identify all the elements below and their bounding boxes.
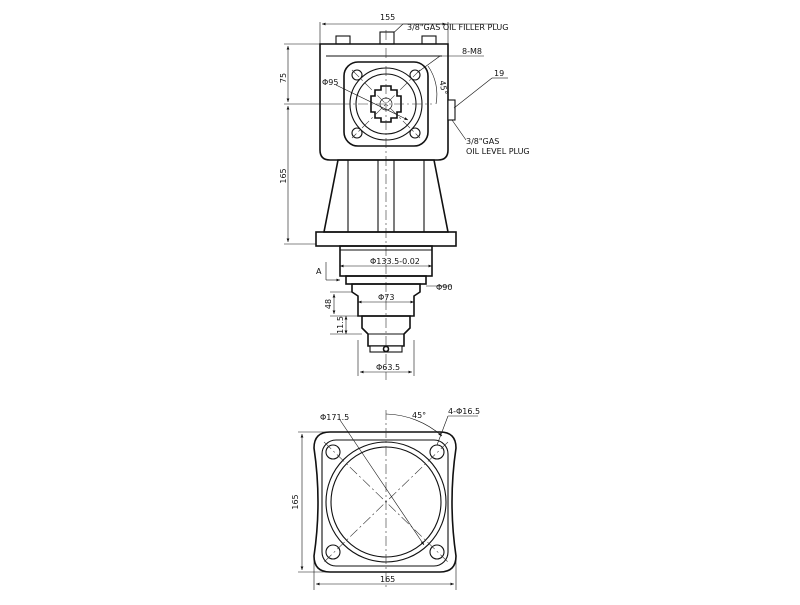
center-line-diag1 [351,69,421,139]
bolts-callout: 8-M8 [417,47,484,73]
dim-spigot-dia: Φ133.5-0.02 [340,257,432,268]
dim-top-width-text: 155 [380,13,395,22]
dim-shaft-11-5-text: 11.5 [336,316,345,334]
dim-bottom-circle: Φ171.5 [320,413,425,546]
top-bolt-right [421,35,437,45]
bolts-label: 8-M8 [462,47,482,56]
oil-level-plug [447,99,456,121]
dim-hub-dia: Φ73 [358,293,414,304]
center-line-diag2 [351,69,421,139]
output-shaft [361,315,411,347]
dim-collar-dia: Φ90 [426,283,452,292]
shaft-pin [382,345,390,353]
upper-housing [319,43,449,161]
output-hub [351,283,421,317]
level-plug-callout: 3/8"GAS OIL LEVEL PLUG [451,119,530,156]
dim-shaft-48: 48 [324,291,358,317]
dim-angle-top-text: 45° [438,80,449,96]
dim-spigot-dia-text: Φ133.5-0.02 [370,257,420,266]
dim-angle-bottom-text: 45° [412,411,426,420]
bottom-flange-inner [321,439,449,567]
flange-bolt-tl [351,69,363,81]
dim-shaft-dia-text: Φ63.5 [376,363,400,372]
flange-bolt-bl [351,127,363,139]
dim-height-75: 75 [279,43,340,105]
dim-shaft-11-5: 11.5 [330,316,362,335]
dim-height-165-side: 165 [279,106,316,245]
dim-angle-top: 45° [427,65,449,105]
filler-plug-label: 3/8"GAS OIL FILLER PLUG [407,23,508,32]
top-filler-plug [379,31,395,45]
dim-flange-dia-text: Φ95 [322,78,338,87]
holes-callout: 4-Φ16.5 [436,407,480,446]
dim-height-165-side-text: 165 [279,168,288,183]
item-19-callout: 19 [453,69,508,109]
item-number-label: 19 [494,69,504,78]
level-plug-label-2: OIL LEVEL PLUG [466,147,530,156]
dim-bottom-width: 165 [313,560,457,590]
dim-collar-dia-text: Φ90 [436,283,452,292]
flange-bolt-br [409,127,421,139]
bottom-hole-br [429,544,445,560]
dim-bottom-height-text: 165 [291,494,300,509]
dim-bottom-height: 165 [291,431,326,573]
bottom-view: Φ171.5 45° 4-Φ16.5 165 165 [291,407,480,590]
view-marker-a: A [316,262,340,282]
level-plug-label-1: 3/8"GAS [466,137,499,146]
dim-height-75-text: 75 [279,73,288,83]
holes-label: 4-Φ16.5 [448,407,480,416]
bottom-flange-outer [313,431,457,573]
dim-bottom-circle-text: Φ171.5 [320,413,349,422]
bottom-hole-tr [429,444,445,460]
dim-shaft-dia: Φ63.5 [357,340,415,376]
dim-flange-dia: Φ95 [322,78,409,121]
dim-shaft-48-text: 48 [324,299,333,309]
top-bolt-left [335,35,351,45]
flange-bolt-tr [409,69,421,81]
spline-shaft [370,85,402,123]
dim-bottom-width-text: 165 [380,575,395,584]
dim-hub-dia-text: Φ73 [378,293,394,302]
side-view: 155 3/8"GAS OIL FILLER PLUG [279,13,530,380]
view-marker-label: A [316,267,322,276]
bottom-hole-tl [325,444,341,460]
dim-angle-bottom: 45° [385,411,443,437]
bottom-hole-bl [325,544,341,560]
